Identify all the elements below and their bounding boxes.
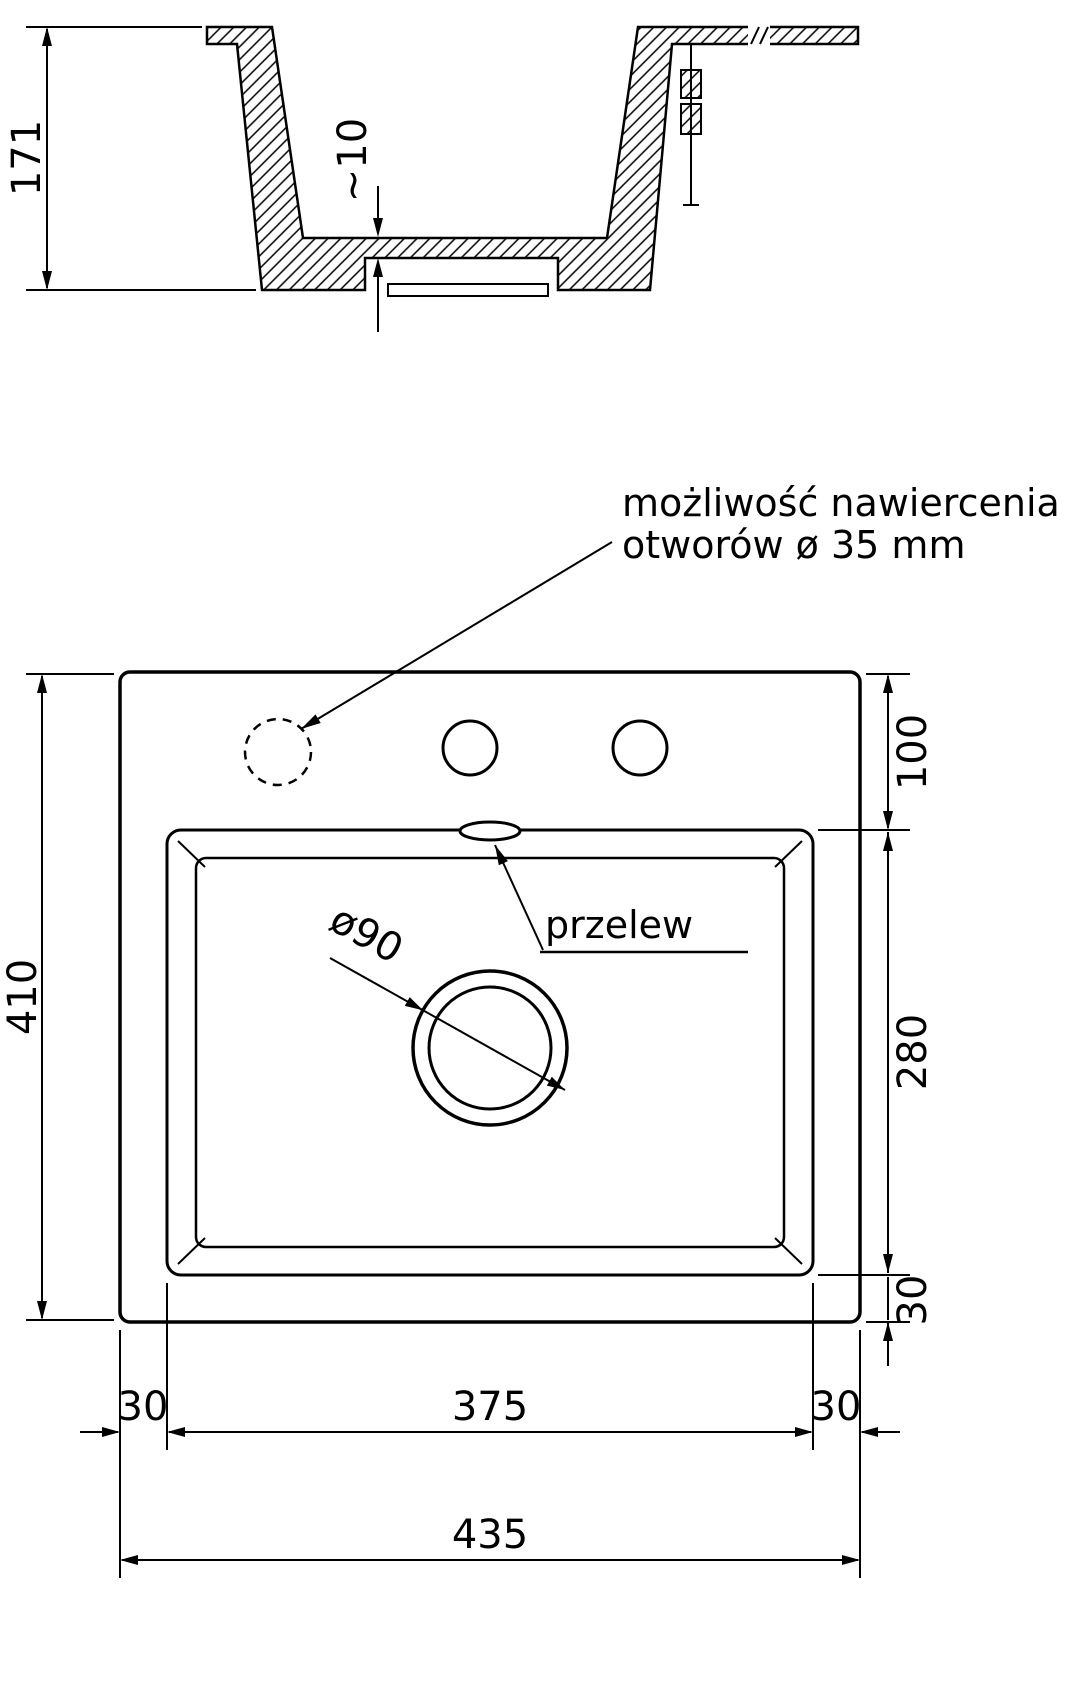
- rim-chamfer: [177, 840, 206, 868]
- dimension-chain-bottom: 30 375 30 435: [80, 1283, 900, 1578]
- arrowhead: [37, 1301, 47, 1320]
- arrowhead: [42, 271, 52, 290]
- sink-cross-section-body: [205, 25, 860, 292]
- callout-leader: [300, 541, 613, 730]
- callout-text-line1: możliwość nawiercenia: [622, 481, 1060, 525]
- bowl-length-value: 280: [890, 1014, 936, 1090]
- optional-drill-hole-dashed: [243, 717, 313, 787]
- tap-hole: [611, 719, 669, 777]
- arrowhead: [373, 258, 383, 277]
- overflow-callout: przelew: [494, 844, 748, 954]
- arrowhead: [883, 1322, 893, 1341]
- arrowhead: [883, 1254, 893, 1273]
- overflow-slot: [458, 820, 522, 842]
- section-view: 171 ~10: [4, 25, 860, 332]
- drill-hole-callout: możliwość nawiercenia otworów ø 35 mm: [300, 481, 1060, 730]
- rim-chamfer: [177, 1237, 206, 1265]
- arrowhead: [495, 845, 508, 866]
- arrowhead: [42, 27, 52, 46]
- overall-height-value: 410: [0, 959, 46, 1035]
- arrowhead: [883, 811, 893, 830]
- sink-outer-outline: [118, 670, 862, 1324]
- bowl-inner-rim: [194, 856, 786, 1249]
- rim-chamfer: [774, 840, 803, 868]
- drain-inner-circle: [427, 985, 553, 1111]
- depth-value: 171: [4, 120, 50, 196]
- dimension-bottom-thickness: ~10: [330, 118, 383, 332]
- tap-hole: [441, 719, 499, 777]
- plan-view: możliwość nawiercenia otworów ø 35 mm pr…: [0, 481, 1060, 1578]
- rim-chamfer: [774, 1237, 803, 1265]
- arrowhead: [883, 832, 893, 851]
- drain-flange: [387, 283, 549, 297]
- arrowhead: [373, 218, 383, 237]
- dimension-overall-height-410: 410: [0, 673, 114, 1321]
- rail-break-line: [750, 26, 760, 45]
- top-offset-value: 100: [890, 714, 936, 790]
- right-margin-value: 30: [811, 1384, 862, 1430]
- left-margin-value: 30: [118, 1384, 169, 1430]
- drain-outer-circle: [411, 969, 569, 1127]
- arrowhead: [301, 714, 321, 729]
- arrowhead: [546, 1076, 565, 1090]
- arrowhead: [102, 1427, 120, 1437]
- bowl-width-value: 375: [452, 1384, 528, 1430]
- arrowhead: [842, 1555, 860, 1565]
- rail-break-line: [759, 26, 769, 45]
- dimension-depth-171: 171: [4, 26, 256, 291]
- diameter-leader: [329, 957, 566, 1091]
- arrowhead: [120, 1555, 138, 1565]
- thickness-value: ~10: [330, 118, 376, 202]
- overflow-label: przelew: [545, 903, 693, 947]
- arrowhead: [795, 1427, 813, 1437]
- callout-text-line2: otworów ø 35 mm: [622, 523, 965, 567]
- bottom-margin-value: 30: [890, 1275, 936, 1326]
- arrowhead: [860, 1427, 878, 1437]
- arrowhead: [167, 1427, 185, 1437]
- overall-width-value: 435: [452, 1512, 528, 1558]
- arrowhead: [883, 674, 893, 693]
- dimension-chain-right: 100 280 30: [818, 673, 936, 1366]
- arrowhead: [37, 674, 47, 693]
- arrowhead: [404, 997, 423, 1011]
